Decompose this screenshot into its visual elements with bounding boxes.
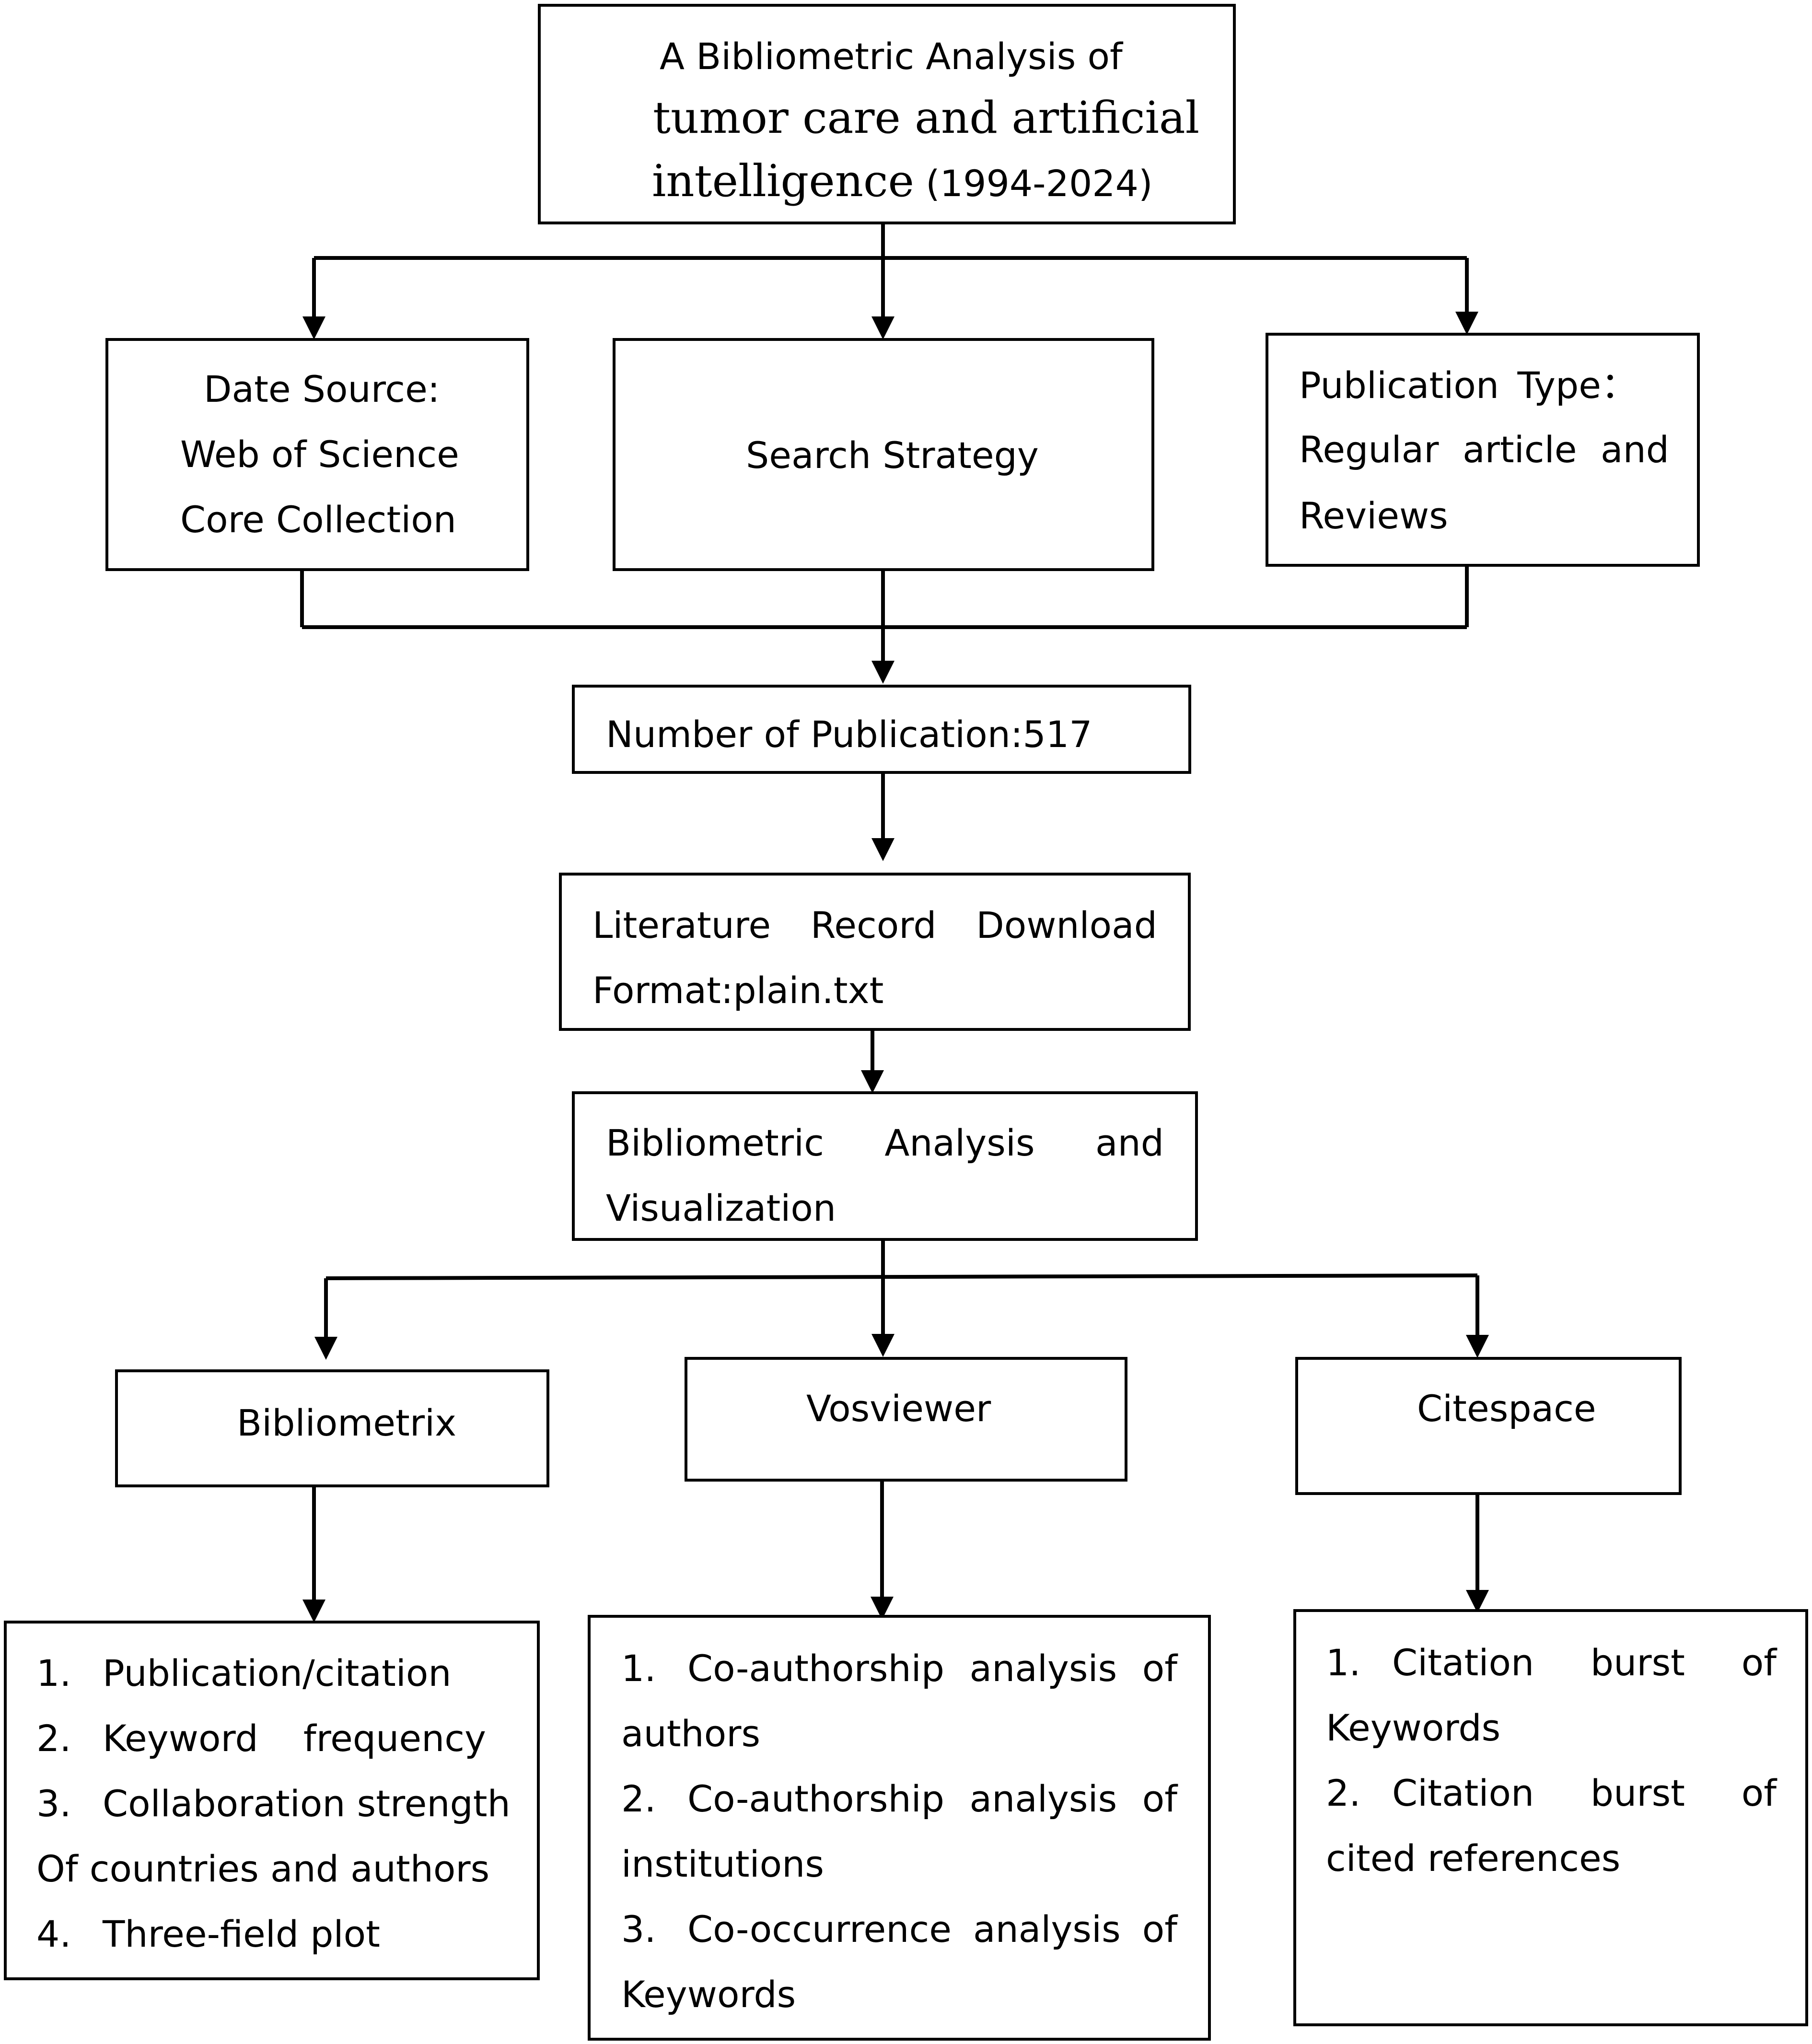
vosviewer-item-1-cont: authors [621, 1712, 761, 1755]
bibliometrix-item-4: 4.Three-field plot [36, 1913, 380, 1955]
vosviewer-item-2-cont: institutions [621, 1843, 824, 1885]
bibliometrix-box [115, 1369, 549, 1487]
data-source-line-1: Date Source: [204, 368, 440, 410]
publication-count-label: Number of Publication:517 [606, 713, 1092, 756]
bibliometrix-item-2: 2.Keyword frequency [36, 1717, 486, 1760]
download-word: Literature [592, 904, 771, 946]
data-source-line-2: Web of Science [180, 433, 459, 476]
pubtype-word: Type： [1517, 364, 1638, 407]
download-word: Download [976, 904, 1157, 946]
citespace-item-1: 1.Citation burst of [1326, 1641, 1777, 1684]
vosviewer-item-2: 2.Co-authorship analysis of [621, 1777, 1177, 1820]
analysis-word: and [1095, 1121, 1164, 1164]
citespace-items-box [1293, 1609, 1808, 2026]
citespace-item-2: 2.Citation burst of [1326, 1772, 1777, 1814]
data-source-box [105, 338, 529, 571]
data-source-line-3: Core Collection [180, 498, 456, 541]
title-line-3-word: intelligence [652, 155, 914, 207]
title-line-3: intelligence (1994-2024) [652, 159, 1153, 203]
citespace-item-1-cont: Keywords [1326, 1706, 1501, 1749]
bibliometrix-item-3: 3.Collaboration strength [36, 1782, 511, 1825]
download-word: Record [810, 904, 937, 946]
download-line-1: Literature Record Download [592, 907, 1157, 944]
search-strategy-label: Search Strategy [746, 434, 1039, 477]
analysis-line-2: Visualization [606, 1187, 836, 1229]
citespace-box [1295, 1357, 1682, 1495]
citespace-label: Citespace [1417, 1387, 1596, 1430]
publication-type-line-1: Publication Type： [1299, 367, 1638, 404]
pubtype-word: Regular [1299, 428, 1439, 471]
bibliometrix-items-box [4, 1621, 540, 1980]
publication-type-line-3: Reviews [1299, 494, 1448, 537]
bibliometrix-item-1: 1.Publication/citation [36, 1652, 452, 1694]
vosviewer-box [685, 1357, 1127, 1482]
analysis-word: Bibliometric [606, 1121, 824, 1164]
publication-type-line-2: Regular article and [1299, 432, 1669, 468]
pubtype-word: article [1463, 428, 1577, 471]
analysis-box [572, 1091, 1198, 1241]
title-box [538, 4, 1236, 224]
publication-type-box [1266, 333, 1700, 567]
vosviewer-item-3: 3.Co-occurrence analysis of [621, 1908, 1177, 1951]
pubtype-word: Publication [1299, 364, 1499, 407]
literature-download-box [559, 873, 1191, 1031]
citespace-item-2-cont: cited references [1326, 1837, 1621, 1880]
search-strategy-box [613, 338, 1154, 571]
vosviewer-item-1: 1.Co-authorship analysis of [621, 1647, 1177, 1690]
download-line-2: Format:plain.txt [592, 969, 884, 1012]
title-line-1: A Bibliometric Analysis of [660, 35, 1123, 78]
vosviewer-label: Vosviewer [806, 1387, 991, 1430]
publication-count-box [572, 685, 1191, 774]
analysis-line-1: Bibliometric Analysis and [606, 1125, 1164, 1161]
bibliometrix-item-3-cont: Of countries and authors [36, 1847, 490, 1890]
connector-tools-bar [325, 1273, 1478, 1280]
title-years: (1994-2024) [926, 162, 1153, 205]
vosviewer-items-box [588, 1615, 1211, 2041]
pubtype-word: and [1601, 428, 1669, 471]
title-line-2: tumor care and artificial [653, 92, 1200, 143]
bibliometrix-label: Bibliometrix [237, 1402, 457, 1444]
vosviewer-item-3-cont: Keywords [621, 1973, 796, 2016]
analysis-word: Analysis [884, 1121, 1035, 1164]
